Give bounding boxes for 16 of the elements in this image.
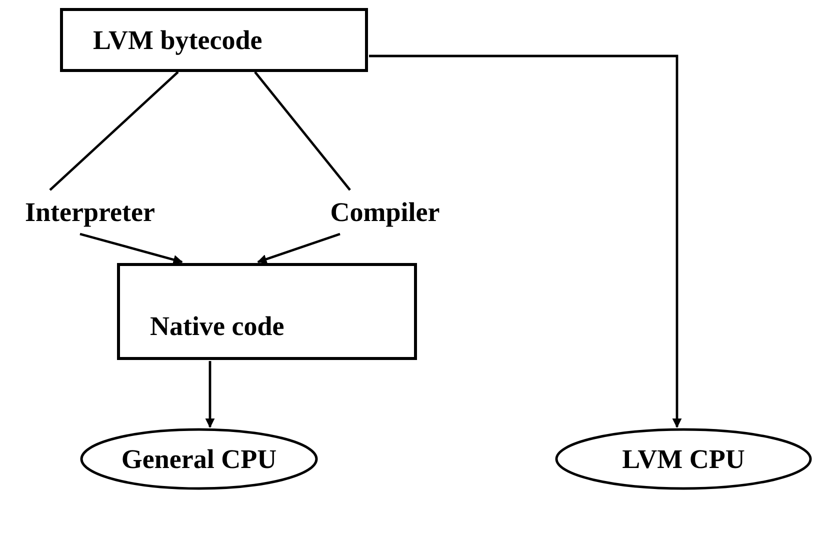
node-label: Native code [150, 311, 284, 342]
node-label: LVM CPU [622, 444, 745, 474]
arrow [369, 54, 682, 428]
connector-line [254, 71, 351, 191]
ellipse-node [80, 428, 318, 490]
node-label: LVM bytecode [93, 24, 262, 56]
ellipse-node [555, 428, 812, 490]
node-label: General CPU [121, 444, 277, 474]
connector-line [49, 71, 179, 191]
process-box [60, 8, 368, 72]
label-text: Compiler [316, 192, 454, 232]
arrow [80, 232, 183, 264]
label-text: Interpreter [8, 192, 172, 232]
arrow [257, 232, 340, 264]
process-box [117, 263, 417, 360]
arrow [205, 361, 215, 428]
